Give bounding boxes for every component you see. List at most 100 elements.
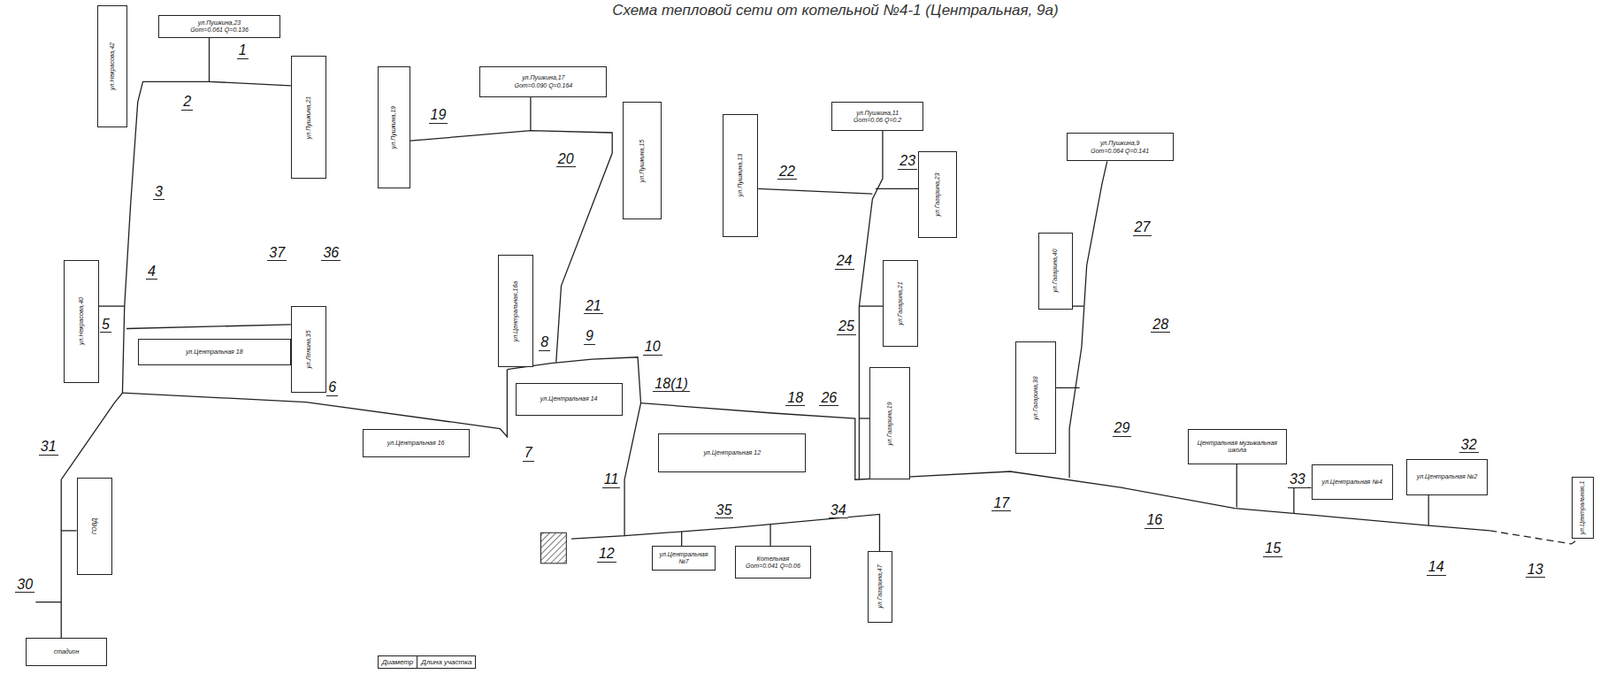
building-name: ГОВД bbox=[91, 517, 99, 536]
pipe-line bbox=[61, 529, 77, 531]
callout-number: 21 bbox=[583, 298, 604, 315]
pipe-line bbox=[858, 417, 870, 419]
callout-number: 8 bbox=[538, 334, 551, 352]
building-label: ул.Гагарина,47 bbox=[876, 564, 884, 610]
heat-load: Gот=0.064 Q=0.141 bbox=[1090, 146, 1150, 154]
callout-number: 32 bbox=[1459, 436, 1479, 454]
building-name: ул.Некрасова,42 bbox=[108, 41, 116, 91]
pipe-planned bbox=[1489, 530, 1583, 544]
pipe-line bbox=[208, 38, 210, 83]
callout-number: 13 bbox=[1525, 561, 1546, 579]
building-name: Центральная музыкальная школа bbox=[1192, 438, 1283, 454]
callout-number: 10 bbox=[643, 338, 663, 356]
building-name: стадион bbox=[53, 648, 80, 656]
building-label: ул.Гагарина,40 bbox=[1051, 248, 1059, 294]
building-name: ул.Пушкина,15 bbox=[637, 138, 645, 184]
callout-number: 34 bbox=[828, 502, 849, 520]
diagram-title: Схема тепловой сети от котельной №4-1 (Ц… bbox=[612, 1, 1058, 20]
building-box: ул.Гагарина,23 bbox=[918, 151, 957, 238]
building-name: ул.Пушкина,23 bbox=[190, 19, 250, 27]
callout-number: 16 bbox=[1144, 512, 1164, 529]
callout-number: 15 bbox=[1263, 540, 1283, 558]
callout-number: 33 bbox=[1287, 471, 1308, 489]
building-box: ул.Пушкина,23Gот=0.061 Q=0.136 bbox=[158, 15, 281, 38]
callout-number: 35 bbox=[714, 502, 735, 520]
callout-number: 19 bbox=[428, 107, 449, 124]
pipe-line bbox=[858, 305, 883, 307]
building-name: ул.Гагарина,23 bbox=[933, 171, 942, 217]
pipe-line bbox=[757, 188, 873, 194]
heat-load: Gот=0.06 Q=0.2 bbox=[852, 116, 903, 124]
pipe-line bbox=[99, 305, 125, 307]
callout-number: 37 bbox=[267, 244, 287, 262]
building-label: ул.Гагарина,19 bbox=[886, 400, 894, 446]
building-name: ул.Гагарина,38 bbox=[1032, 375, 1040, 421]
callout-number: 30 bbox=[15, 576, 35, 594]
callout-number: 14 bbox=[1426, 558, 1447, 576]
building-label: ул.Гагарина,38 bbox=[1032, 375, 1040, 421]
callout-number: 18(1) bbox=[652, 375, 689, 393]
pipe-line bbox=[61, 81, 291, 638]
building-label: ул.Пушкина,21 bbox=[305, 95, 313, 140]
building-label: КотельнаяGот=0.041 Q=0.06 bbox=[744, 554, 801, 570]
building-label: ул.Центральная 14 bbox=[539, 395, 598, 403]
building-name: ул.Гагарина,21 bbox=[896, 281, 904, 327]
callout-number: 25 bbox=[836, 318, 857, 336]
callout-number: 1 bbox=[237, 42, 249, 60]
callout-number: 26 bbox=[819, 390, 839, 407]
pipe-line bbox=[506, 357, 641, 539]
building-label: ул.Центральная №7 bbox=[656, 551, 711, 567]
building-box: ул.Центральная №2 bbox=[1406, 459, 1488, 495]
callout-number: 22 bbox=[777, 163, 797, 181]
building-label: ул.Центральная №2 bbox=[1416, 473, 1478, 481]
building-box: КотельнаяGот=0.041 Q=0.06 bbox=[734, 545, 812, 579]
building-name: ул.Центральная 18 bbox=[184, 348, 244, 356]
callout-number: 20 bbox=[556, 151, 576, 169]
callout-number: 31 bbox=[38, 438, 59, 456]
building-name: ул.Гагарина,40 bbox=[1051, 248, 1059, 294]
callout-number: 2 bbox=[181, 93, 193, 111]
building-name: ул.Гагарина,47 bbox=[876, 564, 884, 610]
building-name: ул.Пушкина,11 bbox=[852, 108, 903, 116]
building-box: ул.Гагарина,21 bbox=[882, 260, 919, 347]
building-box: ул.Некрасова,42 bbox=[97, 5, 129, 128]
building-box: ул.Гагарина,38 bbox=[1015, 341, 1057, 454]
building-box: ул.Центральная 18 bbox=[137, 338, 291, 366]
callout-number: 5 bbox=[99, 316, 112, 334]
building-label: ул.Некрасова,42 bbox=[108, 41, 116, 91]
pipe-line bbox=[1072, 305, 1085, 307]
building-label: ул.Пушкина,11Gот=0.06 Q=0.2 bbox=[852, 108, 903, 124]
building-name: ул.Центральная 16 bbox=[386, 438, 445, 446]
pipe-line bbox=[769, 524, 771, 546]
building-label: ул.Пушкина,15 bbox=[637, 138, 645, 184]
callout-number: 7 bbox=[522, 444, 535, 462]
building-name: ул.Центральная №2 bbox=[1416, 473, 1478, 481]
building-name: ул.Центральная №4 bbox=[1321, 478, 1384, 486]
building-box: ул.Центральная №4 bbox=[1311, 464, 1394, 500]
building-label: ул.Некрасова,40 bbox=[77, 297, 85, 346]
building-box: ул.Пушкина,21 bbox=[290, 55, 327, 178]
building-box: ул.Пушкина,15 bbox=[622, 101, 662, 220]
building-name: ул.Пушкина,13 bbox=[736, 153, 744, 198]
callout-number: 4 bbox=[145, 263, 158, 281]
building-name: Котельная bbox=[744, 554, 801, 562]
building-box: ул.Пушкина,13 bbox=[722, 114, 758, 237]
building-box: ул.Центральная 14 bbox=[515, 382, 623, 416]
building-label: ул.Центральная,16а bbox=[512, 280, 520, 343]
building-box: ул.Гагарина,47 bbox=[867, 551, 894, 623]
building-label: ул.Гагарина,23 bbox=[933, 171, 942, 217]
building-label: ул.Центральная 12 bbox=[703, 449, 762, 457]
building-label: Центральная музыкальная школа bbox=[1192, 438, 1283, 454]
building-label: стадион bbox=[53, 648, 80, 656]
legend-table-cell: Диаметр bbox=[377, 655, 418, 670]
building-name: ул.Центральная 14 bbox=[539, 395, 598, 403]
legend-table-cell: Длина участка bbox=[416, 655, 476, 670]
building-label: ул.Пушкина,17Gот=0.090 Q=0.164 bbox=[513, 74, 574, 90]
building-box: ул.Центральная,16а bbox=[497, 254, 534, 368]
callout-number: 36 bbox=[321, 244, 341, 262]
pipe-line bbox=[1069, 160, 1108, 478]
building-name: ул.Пушкина,9 bbox=[1090, 139, 1150, 147]
building-name: ул.Пушкина,21 bbox=[305, 95, 313, 140]
pipe-line bbox=[1293, 487, 1312, 513]
callout-number: 17 bbox=[991, 495, 1011, 513]
